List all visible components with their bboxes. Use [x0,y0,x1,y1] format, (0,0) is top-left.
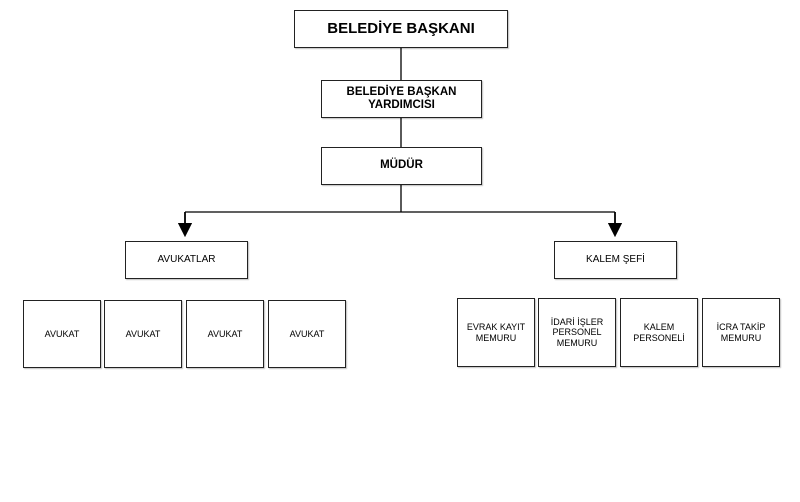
node-lawyer-1: AVUKAT [23,300,101,368]
node-lawyer-label: AVUKAT [289,328,325,339]
node-deputy-mayor: BELEDİYE BAŞKAN YARDIMCISI [321,80,482,118]
node-lawyer-label: AVUKAT [207,328,243,339]
node-mayor-label: BELEDİYE BAŞKANI [327,20,475,38]
node-office-staff: KALEM PERSONELİ [620,298,698,367]
node-admin-personnel-clerk-label: İDARİ İŞLER PERSONEL MEMURU [550,316,604,348]
node-deputy-mayor-label: BELEDİYE BAŞKAN YARDIMCISI [346,85,457,111]
node-lawyers-label: AVUKATLAR [157,254,216,266]
node-registry-clerk-label: EVRAK KAYIT MEMURU [466,322,526,343]
node-lawyer-label: AVUKAT [44,328,80,339]
node-lawyer-4: AVUKAT [268,300,346,368]
node-lawyer-3: AVUKAT [186,300,264,368]
node-lawyer-label: AVUKAT [125,328,161,339]
node-director-label: MÜDÜR [380,159,423,172]
node-mayor: BELEDİYE BAŞKANI [294,10,508,48]
node-director: MÜDÜR [321,147,482,185]
node-lawyers: AVUKATLAR [125,241,248,279]
node-chief-clerk-label: KALEM ŞEFİ [586,254,645,266]
node-chief-clerk: KALEM ŞEFİ [554,241,677,279]
node-enforcement-clerk: İCRA TAKİP MEMURU [702,298,780,367]
node-enforcement-clerk-label: İCRA TAKİP MEMURU [716,322,766,343]
node-lawyer-2: AVUKAT [104,300,182,368]
node-registry-clerk: EVRAK KAYIT MEMURU [457,298,535,367]
node-office-staff-label: KALEM PERSONELİ [633,322,685,343]
node-admin-personnel-clerk: İDARİ İŞLER PERSONEL MEMURU [538,298,616,367]
